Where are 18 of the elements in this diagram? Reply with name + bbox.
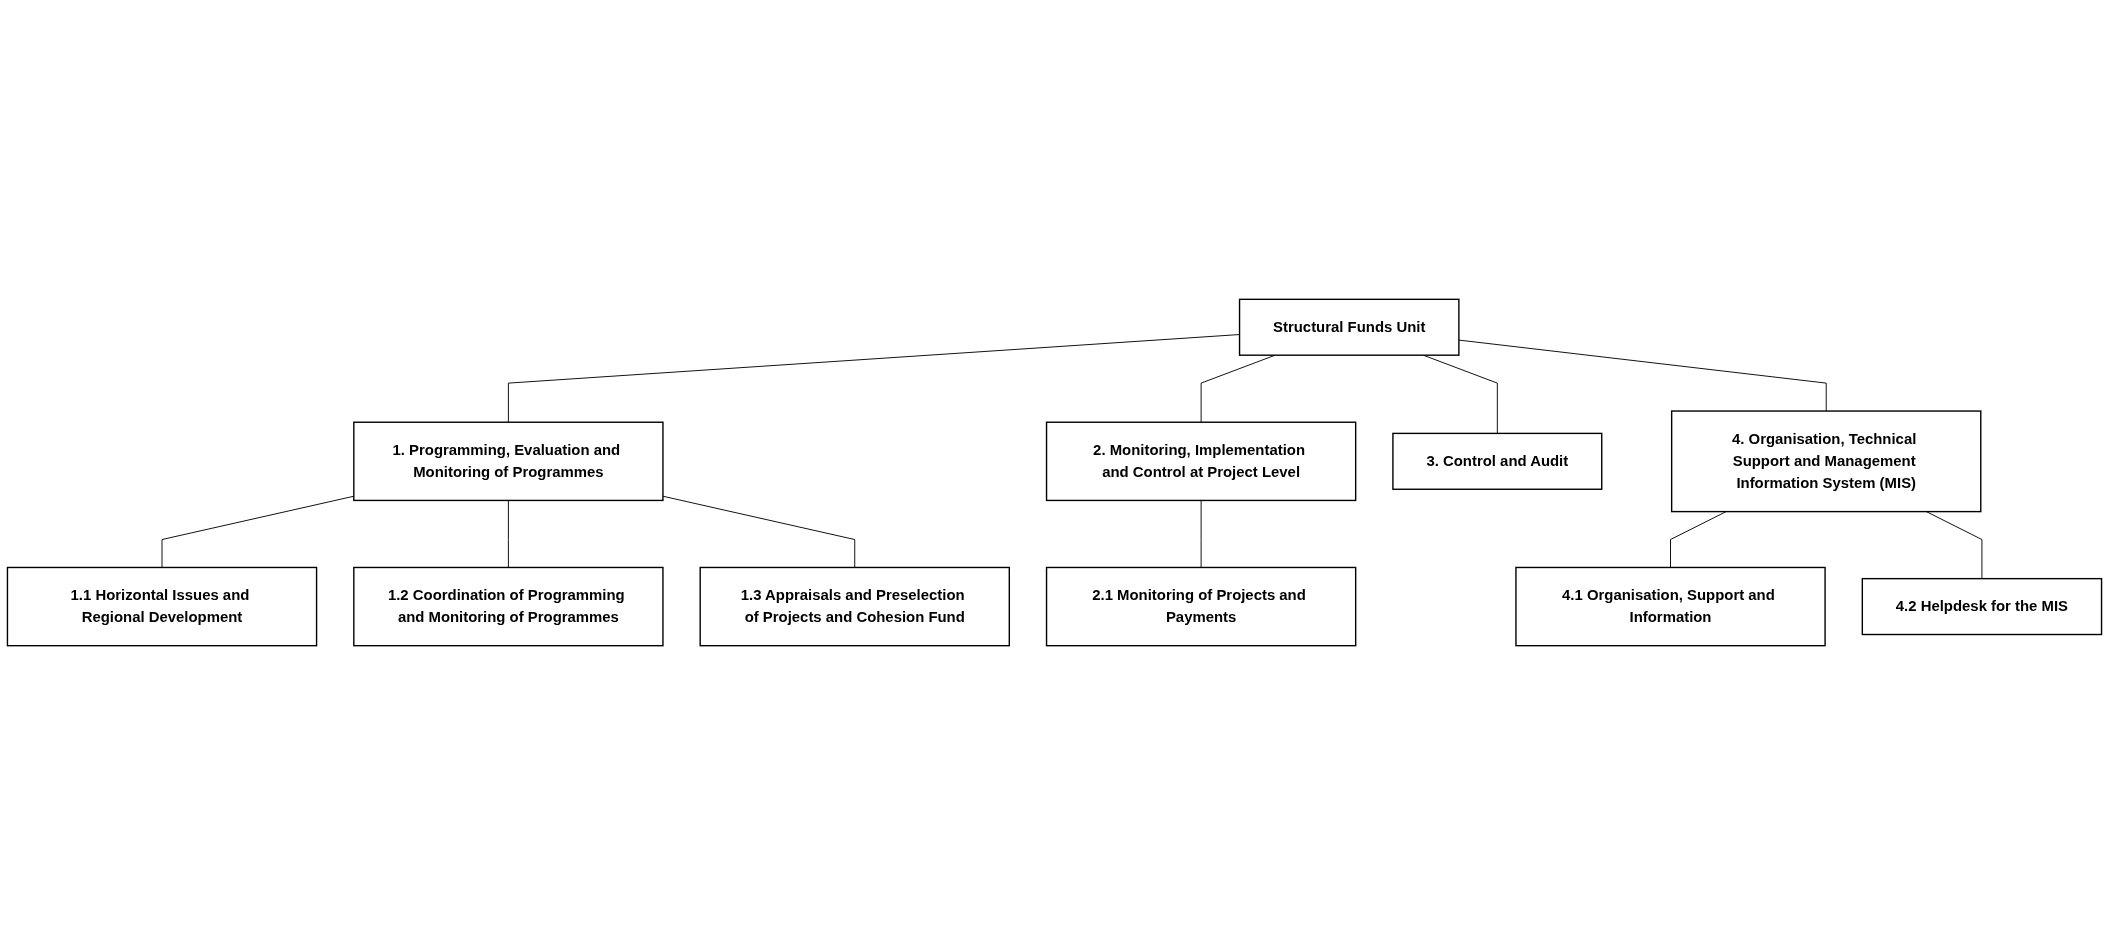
node-box: 1. Programming, Evaluation and Monitoring of Programmes	[353, 421, 664, 502]
connector	[161, 495, 355, 568]
node-box: 2.1 Monitoring of Projects and Payments	[1045, 566, 1357, 647]
connector	[1670, 511, 1727, 568]
connector	[1458, 339, 1827, 412]
connector	[507, 334, 1240, 423]
connector	[1200, 499, 1202, 568]
node-box: Structural Funds Unit	[1238, 298, 1460, 356]
connector	[662, 495, 856, 568]
node-box: 4.1 Organisation, Support and Information	[1515, 566, 1826, 647]
node-box: 1.3 Appraisals and Preselection of Projects and Cohesion Fund	[699, 566, 1010, 647]
node-box: 4. Organisation, Technical Support and Management Information System (MIS)	[1670, 410, 1982, 513]
node-box: 1.2 Coordination of Programming and Monitoring of Programmes	[353, 566, 664, 647]
connector	[507, 499, 509, 568]
node-box: 4.2 Helpdesk for the MIS	[1861, 577, 2103, 636]
node-box: 3. Control and Audit	[1392, 432, 1603, 490]
node-box: 2. Monitoring, Implementation and Control at Project Level	[1045, 421, 1357, 502]
node-box: 1.1 Horizontal Issues and Regional Development	[6, 566, 318, 647]
